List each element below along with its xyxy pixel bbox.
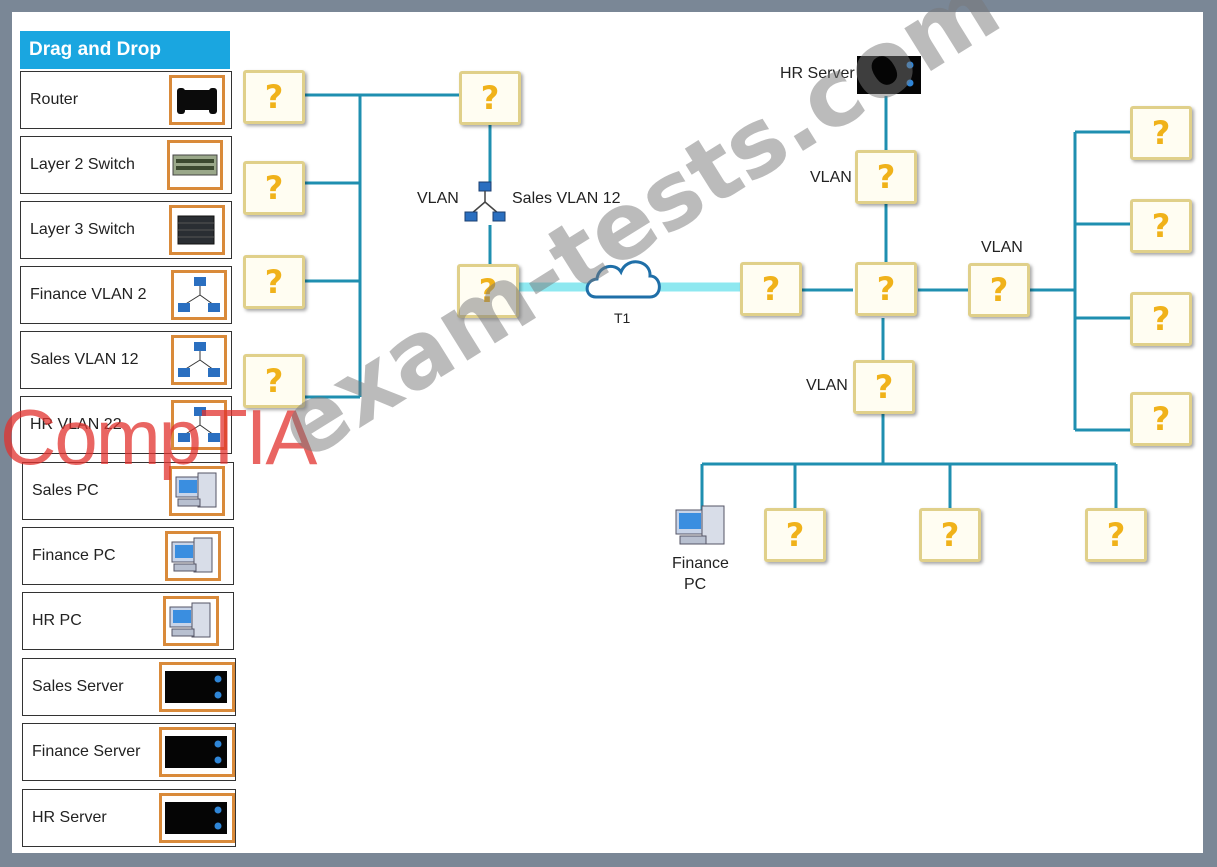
palette-item-label: Finance VLAN 2 bbox=[30, 286, 147, 303]
finance-pc-icon bbox=[675, 505, 725, 545]
hr-server-label: HR Server bbox=[780, 65, 855, 82]
layer3-switch-icon bbox=[169, 205, 225, 255]
wan-cloud-icon bbox=[585, 260, 661, 299]
palette-item-hr-pc[interactable]: HR PC bbox=[22, 592, 234, 650]
palette-item-label: Sales Server bbox=[32, 678, 124, 695]
drop-target-left-wan[interactable]: ? bbox=[457, 264, 519, 318]
palette-item-label: Sales PC bbox=[32, 482, 99, 499]
finance-pc-label-line1: Finance bbox=[672, 555, 729, 572]
drop-target-vlan-top[interactable]: ? bbox=[855, 150, 917, 204]
vlan-network-icon bbox=[171, 400, 227, 450]
palette-item-layer3-switch[interactable]: Layer 3 Switch bbox=[20, 201, 232, 259]
drop-target-left-3[interactable]: ? bbox=[243, 255, 305, 309]
palette-item-label: Finance Server bbox=[32, 743, 141, 760]
palette-item-label: Sales VLAN 12 bbox=[30, 351, 139, 368]
hr-server-icon bbox=[857, 56, 921, 94]
drop-target-left-4[interactable]: ? bbox=[243, 354, 305, 408]
server-icon bbox=[159, 793, 235, 843]
finance-pc-label-line2: PC bbox=[684, 576, 707, 593]
palette-item-finance-pc[interactable]: Finance PC bbox=[22, 527, 234, 585]
palette-item-finance-vlan-2[interactable]: Finance VLAN 2 bbox=[20, 266, 232, 324]
drop-target-core[interactable]: ? bbox=[855, 262, 917, 316]
desktop-pc-icon bbox=[165, 531, 221, 581]
vlan-label-right: VLAN bbox=[981, 239, 1023, 256]
vlan-label-left: VLAN bbox=[417, 190, 459, 207]
drop-target-right-4[interactable]: ? bbox=[1130, 392, 1192, 446]
drop-target-right-wan[interactable]: ? bbox=[740, 262, 802, 316]
palette-item-sales-pc[interactable]: Sales PC bbox=[22, 462, 234, 520]
drop-target-left-uplink[interactable]: ? bbox=[459, 71, 521, 125]
drop-target-right-1[interactable]: ? bbox=[1130, 106, 1192, 160]
palette-item-finance-server[interactable]: Finance Server bbox=[22, 723, 236, 781]
palette-item-hr-vlan-22[interactable]: HR VLAN 22 bbox=[20, 396, 232, 454]
server-icon bbox=[159, 727, 235, 777]
layer2-switch-icon bbox=[167, 140, 223, 190]
sales-vlan-network-icon bbox=[464, 181, 506, 222]
palette-item-sales-server[interactable]: Sales Server bbox=[22, 658, 236, 716]
drop-target-left-2[interactable]: ? bbox=[243, 161, 305, 215]
palette-item-layer2-switch[interactable]: Layer 2 Switch bbox=[20, 136, 232, 194]
drop-target-vlan-right[interactable]: ? bbox=[968, 263, 1030, 317]
palette-item-router[interactable]: Router bbox=[20, 71, 232, 129]
t1-label: T1 bbox=[614, 310, 631, 326]
palette-item-label: Layer 2 Switch bbox=[30, 156, 135, 173]
vlan-network-icon bbox=[171, 270, 227, 320]
palette-item-label: HR Server bbox=[32, 809, 107, 826]
drop-target-left-1[interactable]: ? bbox=[243, 70, 305, 124]
drop-target-right-3[interactable]: ? bbox=[1130, 292, 1192, 346]
drop-target-bottom-1[interactable]: ? bbox=[764, 508, 826, 562]
palette-item-sales-vlan-12[interactable]: Sales VLAN 12 bbox=[20, 331, 232, 389]
server-icon bbox=[159, 662, 235, 712]
drop-target-bottom-3[interactable]: ? bbox=[1085, 508, 1147, 562]
vlan-label-top: VLAN bbox=[810, 169, 852, 186]
sales-vlan-label: Sales VLAN 12 bbox=[512, 190, 621, 207]
palette-item-label: HR VLAN 22 bbox=[30, 416, 122, 433]
router-icon bbox=[169, 75, 225, 125]
desktop-pc-icon bbox=[169, 466, 225, 516]
palette-item-label: HR PC bbox=[32, 612, 82, 629]
palette-item-label: Router bbox=[30, 91, 79, 108]
drop-target-bottom-2[interactable]: ? bbox=[919, 508, 981, 562]
desktop-pc-icon bbox=[163, 596, 219, 646]
vlan-label-bottom: VLAN bbox=[806, 377, 848, 394]
palette-item-label: Layer 3 Switch bbox=[30, 221, 135, 238]
comptia-logo: CompTIA bbox=[0, 393, 317, 481]
drop-target-vlan-bottom[interactable]: ? bbox=[853, 360, 915, 414]
palette-title: Drag and Drop bbox=[20, 31, 230, 69]
drop-target-right-2[interactable]: ? bbox=[1130, 199, 1192, 253]
palette-item-hr-server[interactable]: HR Server bbox=[22, 789, 236, 847]
vlan-network-icon bbox=[171, 335, 227, 385]
palette-item-label: Finance PC bbox=[32, 547, 116, 564]
